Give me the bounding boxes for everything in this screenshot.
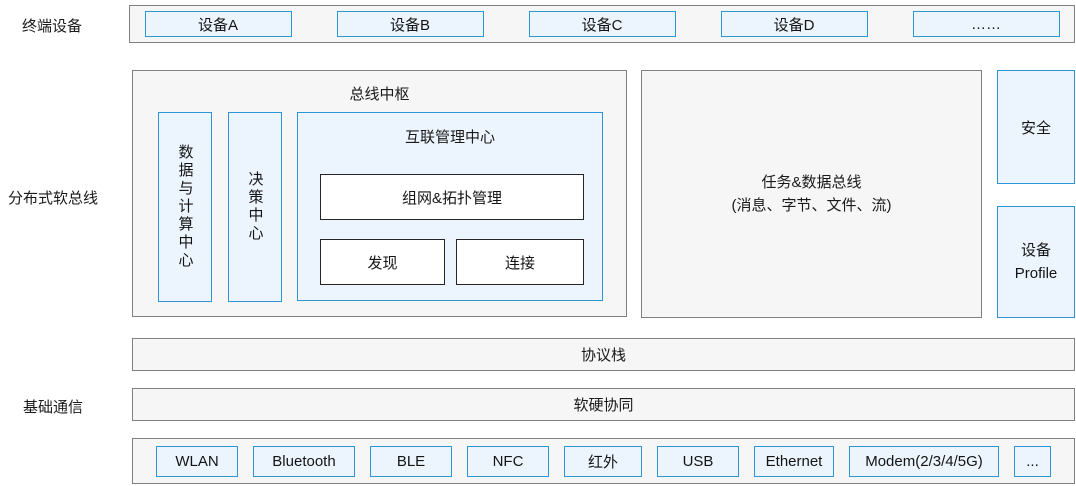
device-profile-box: 设备 Profile (997, 206, 1075, 318)
discovery-box: 发现 (320, 239, 445, 285)
device-c-box: 设备C (528, 11, 676, 37)
bus-hub-title: 总线中枢 (349, 86, 410, 103)
wlan-box: WLAN (156, 445, 238, 477)
ethernet-box: Ethernet (754, 445, 834, 477)
data-compute-center-box: 数据与计算中心 (158, 112, 212, 302)
usb-box: USB (657, 445, 739, 477)
hw-sw-synergy-bar: 软硬协同 (132, 388, 1075, 421)
label-basic-communication: 基础通信 (23, 399, 84, 416)
task-data-bus-box: 任务&数据总线 (消息、字节、文件、流) (641, 70, 982, 318)
nfc-box: NFC (467, 445, 549, 477)
decision-center-label: 决策中心 (246, 171, 264, 243)
device-b-box: 设备B (336, 11, 484, 37)
protocol-stack-bar: 协议栈 (132, 338, 1075, 371)
base-comm-ellipsis-box: ... (1014, 445, 1051, 477)
device-d-box: 设备D (720, 11, 868, 37)
infrared-box: 红外 (564, 445, 642, 477)
base-comm-container: WLAN Bluetooth BLE NFC 红外 USB Ethernet M… (132, 438, 1075, 484)
label-terminal-devices: 终端设备 (22, 18, 83, 35)
terminal-devices-container: 设备A 设备B 设备C 设备D …… (129, 5, 1075, 43)
ble-box: BLE (370, 445, 452, 477)
label-distributed-softbus: 分布式软总线 (8, 190, 99, 207)
device-a-box: 设备A (144, 11, 292, 37)
interconnect-mgmt-container: 互联管理中心 组网&拓扑管理 发现 连接 (297, 112, 603, 301)
device-ellipsis-box: …… (912, 11, 1060, 37)
security-box: 安全 (997, 70, 1075, 184)
networking-topology-box: 组网&拓扑管理 (320, 174, 584, 220)
bus-hub-container: 总线中枢 数据与计算中心 决策中心 互联管理中心 组网&拓扑管理 发现 连接 (132, 70, 627, 317)
data-compute-center-label: 数据与计算中心 (176, 144, 194, 270)
connection-box: 连接 (456, 239, 584, 285)
modem-box: Modem(2/3/4/5G) (849, 445, 999, 477)
bluetooth-box: Bluetooth (253, 445, 355, 477)
interconnect-mgmt-title: 互联管理中心 (404, 129, 495, 146)
decision-center-box: 决策中心 (228, 112, 282, 302)
